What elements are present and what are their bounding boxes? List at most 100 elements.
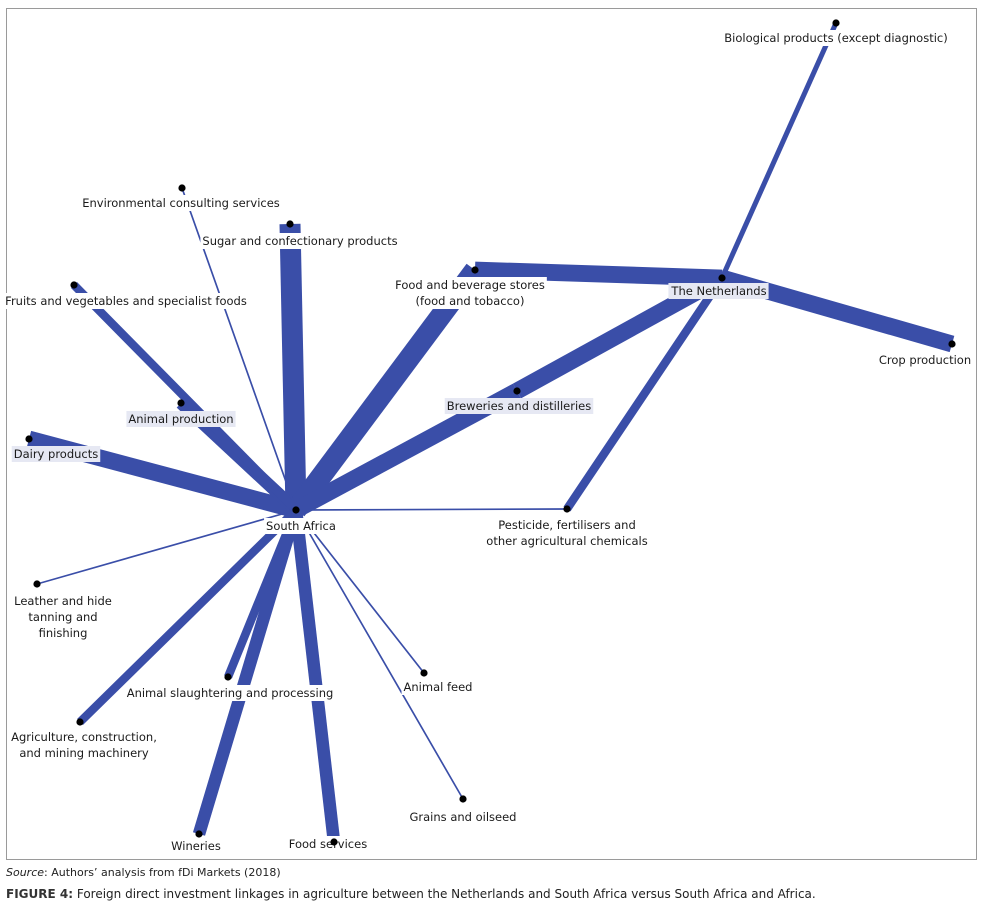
node-label-animal-feed: Animal feed xyxy=(401,679,475,695)
node-dot-animal-prod xyxy=(177,399,185,407)
edges-layer xyxy=(26,21,955,843)
node-label-animal-feed-line-1: Animal feed xyxy=(404,680,473,694)
node-dot-dairy xyxy=(25,435,33,443)
node-dot-crop xyxy=(948,340,956,348)
node-label-netherlands-line-1: The Netherlands xyxy=(670,284,766,298)
node-dot-netherlands xyxy=(718,274,726,282)
node-label-agri-mach-line-1: Agriculture, construction, xyxy=(11,730,157,744)
node-label-pesticide-line-2: other agricultural chemicals xyxy=(486,534,647,548)
node-dot-pesticide xyxy=(563,505,571,513)
node-label-animal-prod-line-1: Animal production xyxy=(128,412,233,426)
node-label-background xyxy=(401,679,475,695)
node-label-background xyxy=(876,352,974,368)
node-label-background xyxy=(11,446,101,462)
edge-south-africa-to-wineries xyxy=(192,508,303,836)
node-label-dairy: Dairy products xyxy=(11,446,101,462)
node-label-grains-line-1: Grains and oilseed xyxy=(410,810,517,824)
node-label-leather-line-1: Leather and hide xyxy=(14,594,112,608)
node-label-south-africa-line-1: South Africa xyxy=(266,519,336,533)
node-label-wineries: Wineries xyxy=(169,838,223,854)
edge-netherlands-to-food-bev xyxy=(474,261,723,287)
source-text: : Authors’ analysis from fDi Markets (20… xyxy=(44,866,281,879)
figure-frame xyxy=(6,8,977,860)
node-label-wineries-line-1: Wineries xyxy=(171,839,221,853)
node-dot-south-africa xyxy=(292,506,300,514)
node-label-background xyxy=(169,838,223,854)
node-label-grains: Grains and oilseed xyxy=(407,809,519,825)
edge-south-africa-to-food-services xyxy=(289,509,341,843)
node-label-food-bev: Food and beverage stores (food and tobacc… xyxy=(393,277,547,309)
node-label-crop-line-1: Crop production xyxy=(879,353,971,367)
node-label-background xyxy=(496,517,638,533)
edge-south-africa-to-food-bev xyxy=(287,263,484,517)
node-dot-sugar xyxy=(286,220,294,228)
node-dot-food-bev xyxy=(471,266,479,274)
node-label-agri-mach: Agriculture, construction, and mining mac… xyxy=(9,729,159,761)
node-label-south-africa: South Africa xyxy=(264,518,338,534)
node-label-fruits-line-1: Fruits and vegetables and specialist foo… xyxy=(5,294,247,308)
caption-label: FIGURE 4: xyxy=(6,887,74,901)
node-label-environmental: Environmental consulting services xyxy=(80,195,282,211)
node-label-biological: Biological products (except diagnostic) xyxy=(722,30,950,46)
edge-south-africa-to-agri-mach xyxy=(77,507,299,725)
figure-caption: FIGURE 4: Foreign direct investment link… xyxy=(6,887,816,901)
node-label-breweries-line-1: Breweries and distilleries xyxy=(447,399,592,413)
node-label-background xyxy=(200,233,400,249)
node-dot-leather xyxy=(33,580,41,588)
node-label-breweries: Breweries and distilleries xyxy=(444,398,594,414)
node-label-sugar: Sugar and confectionary products xyxy=(200,233,400,249)
node-label-background xyxy=(286,836,370,852)
node-label-background xyxy=(722,30,950,46)
node-label-sugar-line-1: Sugar and confectionary products xyxy=(202,234,397,248)
edge-south-africa-to-fruits xyxy=(71,282,299,513)
node-label-agri-mach-line-2: and mining machinery xyxy=(19,746,149,760)
node-dot-wineries xyxy=(195,830,203,838)
node-dot-breweries xyxy=(513,387,521,395)
edge-netherlands-to-biological xyxy=(719,21,839,280)
node-label-background xyxy=(80,195,282,211)
edge-south-africa-to-grains xyxy=(295,509,464,800)
node-dot-animal-feed xyxy=(420,669,428,677)
node-label-background xyxy=(484,533,650,549)
node-label-background xyxy=(12,593,114,609)
node-label-pesticide: Pesticide, fertilisers and other agricult… xyxy=(484,517,650,549)
edge-south-africa-to-pesticide xyxy=(295,508,568,511)
node-label-background xyxy=(126,411,236,427)
node-label-background xyxy=(393,277,547,293)
node-label-background xyxy=(413,293,527,309)
edge-south-africa-to-animal-feed xyxy=(295,509,425,674)
node-dot-food-services xyxy=(330,838,338,846)
node-dot-agri-mach xyxy=(76,718,84,726)
node-label-food-services: Food services xyxy=(286,836,370,852)
edge-south-africa-to-sugar xyxy=(279,223,307,511)
source-prefix: Source xyxy=(6,866,45,879)
node-label-background xyxy=(26,609,100,625)
edge-netherlands-to-pesticide xyxy=(563,275,726,512)
node-dot-fruits xyxy=(70,281,78,289)
node-label-background xyxy=(407,809,519,825)
caption-text: Foreign direct investment linkages in ag… xyxy=(73,887,816,901)
node-label-crop: Crop production xyxy=(876,352,974,368)
node-label-dairy-line-1: Dairy products xyxy=(14,447,99,461)
node-label-slaughter: Animal slaughtering and processing xyxy=(124,685,336,701)
node-label-animal-prod: Animal production xyxy=(126,411,236,427)
node-label-food-bev-line-2: (food and tobacco) xyxy=(416,294,525,308)
node-label-background xyxy=(124,685,336,701)
node-label-fruits: Fruits and vegetables and specialist foo… xyxy=(3,293,249,309)
node-label-environmental-line-1: Environmental consulting services xyxy=(82,196,280,210)
node-dot-environmental xyxy=(178,184,186,192)
node-label-food-bev-line-1: Food and beverage stores xyxy=(395,278,545,292)
node-label-background xyxy=(9,729,159,745)
node-label-background xyxy=(444,398,594,414)
nodes-layer xyxy=(25,19,956,846)
edge-south-africa-to-leather xyxy=(36,509,297,585)
node-label-pesticide-line-1: Pesticide, fertilisers and xyxy=(498,518,636,532)
node-label-leather-line-2: tanning and xyxy=(28,610,97,624)
node-label-background xyxy=(3,293,249,309)
node-dot-slaughter xyxy=(224,673,232,681)
node-dot-grains xyxy=(459,795,467,803)
node-dot-biological xyxy=(832,19,840,27)
node-label-background xyxy=(264,518,338,534)
